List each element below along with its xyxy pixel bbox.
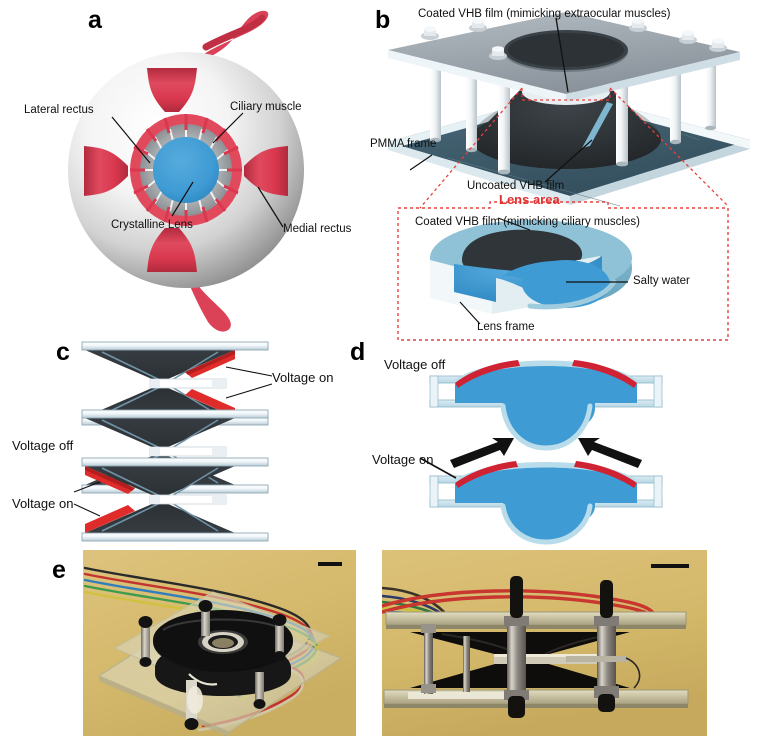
lens-actuation-cross-sections xyxy=(419,360,663,545)
lens-cutaway-drawing xyxy=(430,217,632,325)
panel-b-device-3d-schematic: b xyxy=(370,0,757,348)
scale-bar-right-photo xyxy=(651,564,689,568)
label-coated-vhb-ciliary: Coated VHB film (mimicking ciliary muscl… xyxy=(415,216,640,228)
label-ciliary-muscle: Ciliary muscle xyxy=(230,101,302,113)
panel-e-device-photographs: e xyxy=(0,540,757,746)
arrow-right xyxy=(578,438,642,468)
label-voltage-on-top: Voltage on xyxy=(272,370,334,385)
label-lateral-rectus: Lateral rectus xyxy=(24,104,94,116)
label-medial-rectus: Medial rectus xyxy=(283,223,352,235)
lens-unit-voltage-on xyxy=(419,438,663,545)
threaded-post-center xyxy=(504,576,529,718)
label-salty-water: Salty water xyxy=(633,275,690,287)
label-voltage-on-bottom: Voltage on xyxy=(12,496,74,511)
panel-b-letter: b xyxy=(375,6,391,34)
support-pillars xyxy=(430,62,716,175)
panel-d-lens-cross-section: d xyxy=(340,336,757,546)
panel-d-letter: d xyxy=(350,338,366,366)
eye-anatomy-drawing xyxy=(68,10,304,332)
panel-a-human-eye-anatomy: a xyxy=(0,0,370,340)
label-pmma-frame: PMMA frame xyxy=(370,138,437,150)
panel-e-letter: e xyxy=(52,556,66,584)
label-voltage-off: Voltage off xyxy=(12,438,74,453)
label-lens-frame: Lens frame xyxy=(477,321,535,333)
lens-unit-voltage-off xyxy=(429,360,663,451)
panel-c-letter: c xyxy=(56,338,70,366)
label-uncoated-vhb-film: Uncoated VHB film xyxy=(467,180,565,192)
panel-c-cross-section-actuation: c xyxy=(12,336,370,546)
device-3d-drawing xyxy=(388,12,750,341)
actuation-cross-sections xyxy=(73,341,273,542)
cross-section-unit-bottom xyxy=(73,457,269,542)
device-side-view-photo xyxy=(382,550,707,736)
label-voltage-off-d: Voltage off xyxy=(384,357,446,372)
label-coated-vhb-extraocular: Coated VHB film (mimicking extraocular m… xyxy=(418,8,671,20)
label-crystalline-lens: Crystalline Lens xyxy=(111,219,193,231)
threaded-post-left2 xyxy=(463,636,470,692)
threaded-post-left xyxy=(421,624,436,694)
label-lens-area: Lens area xyxy=(499,192,560,207)
scale-bar-left-photo xyxy=(318,562,342,566)
bolt-heads xyxy=(421,18,727,60)
lens-area-inset-border xyxy=(397,201,729,341)
label-voltage-on-d: Voltage on xyxy=(372,452,434,467)
device-perspective-photo xyxy=(83,550,356,736)
arrow-left xyxy=(450,438,514,468)
panel-a-letter: a xyxy=(88,6,102,34)
uncoated-vhb-membrane xyxy=(471,85,661,169)
